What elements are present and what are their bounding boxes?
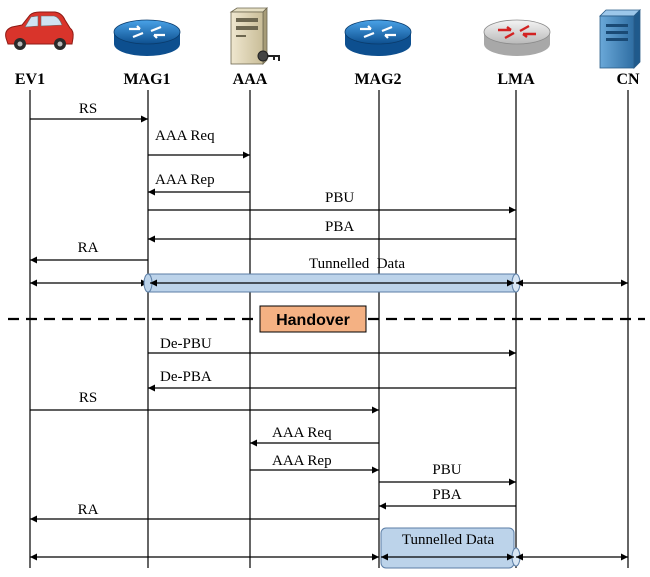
entity-label-aaa: AAA bbox=[233, 71, 268, 88]
handover-label: Handover bbox=[276, 312, 350, 329]
message-label-aaa-rep-2: AAA Rep bbox=[272, 453, 332, 469]
message-label-aaa-req-2: AAA Req bbox=[272, 425, 332, 441]
message-label-de-pbu: De-PBU bbox=[160, 336, 212, 352]
message-label-ra-2: RA bbox=[78, 502, 99, 518]
tunnel-label-1: Tunnelled Data bbox=[309, 256, 405, 272]
message-label-ra-1: RA bbox=[78, 240, 99, 256]
message-label-rs-1: RS bbox=[79, 101, 97, 117]
entity-label-cn: CN bbox=[616, 71, 640, 88]
router-icon bbox=[344, 19, 412, 56]
message-label-pbu-2: PBU bbox=[432, 462, 461, 478]
server-key-icon bbox=[229, 7, 280, 65]
tunnel-label-2: Tunnelled Data bbox=[402, 532, 495, 548]
message-label-rs-2: RS bbox=[79, 390, 97, 406]
message-label-pba-2: PBA bbox=[432, 487, 461, 503]
router-icon bbox=[113, 19, 181, 56]
entity-label-mag1: MAG1 bbox=[123, 71, 170, 88]
message-label-aaa-req-1: AAA Req bbox=[155, 128, 215, 144]
handover-box bbox=[259, 305, 367, 333]
server-icon bbox=[599, 9, 641, 69]
message-label-de-pba: De-PBA bbox=[160, 369, 212, 385]
message-label-pbu-1: PBU bbox=[325, 190, 354, 206]
entity-label-lma: LMA bbox=[497, 71, 535, 88]
entity-label-mag2: MAG2 bbox=[354, 71, 401, 88]
message-label-pba-1: PBA bbox=[325, 219, 354, 235]
car-icon bbox=[5, 11, 74, 50]
gateway-router-icon bbox=[483, 19, 551, 56]
message-label-aaa-rep-1: AAA Rep bbox=[155, 172, 215, 188]
entity-label-ev1: EV1 bbox=[15, 71, 45, 88]
